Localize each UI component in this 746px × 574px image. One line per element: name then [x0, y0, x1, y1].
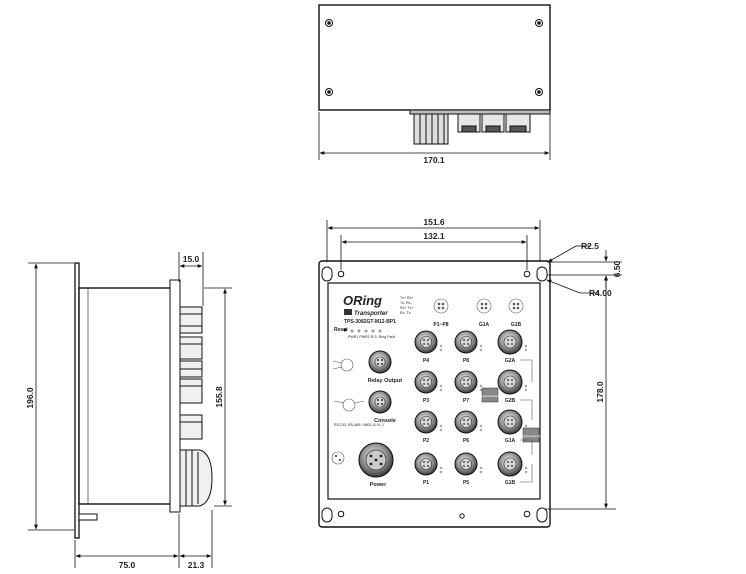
hole-radius-label: R4.00	[589, 288, 612, 298]
side-rear-flange	[169, 279, 181, 513]
port-label-p8: P8	[463, 358, 469, 364]
m12-port-p8	[454, 330, 483, 354]
hole-offset-label: 6.50	[612, 260, 622, 277]
led-label-g1b: G1B	[511, 322, 522, 328]
m12-port-g2b	[497, 369, 528, 395]
top-view-body	[318, 4, 551, 111]
side-connector-depth-label: 21.3	[188, 560, 205, 570]
side-body-depth-label: 75.0	[119, 560, 136, 570]
bypass-wiring	[520, 359, 533, 483]
power-pinout-icon	[331, 451, 345, 465]
model-label: TPS-3082GT-M12-BP1	[344, 319, 396, 325]
port-label-g1b: G1B	[505, 480, 516, 486]
port-label-p1: P1	[423, 480, 429, 486]
svg-text:Tx- Rx-: Tx- Rx-	[400, 301, 413, 305]
led-label-g1a: G1A	[479, 322, 490, 328]
port-label-p3: P3	[423, 398, 429, 404]
port-label-p7: P7	[463, 398, 469, 404]
relay-output-label: Relay Output	[368, 378, 402, 384]
hole-radius-leader	[546, 279, 581, 294]
port-label-g2a: G2A	[505, 358, 516, 364]
svg-text:Bypass Enabled: Bypass Enabled	[522, 434, 541, 438]
side-height-label: 196.0	[25, 387, 35, 409]
reset-label: Reset	[334, 327, 348, 333]
top-view-screw-holes	[325, 19, 543, 96]
port-label-g1a: G1A	[505, 438, 516, 444]
corner-radius-leader	[547, 245, 577, 263]
pinout-diagrams	[433, 298, 524, 314]
m12-port-p7	[454, 370, 483, 394]
power-port	[358, 442, 394, 478]
m12-port-p4	[414, 330, 443, 354]
side-inner-height-label: 155.8	[214, 386, 224, 408]
m12-port-p3	[414, 370, 443, 394]
top-view-connectors	[409, 109, 551, 145]
svg-text:Rx- Tx-: Rx- Tx-	[400, 311, 413, 315]
front-height-label: 178.0	[595, 381, 605, 403]
top-width-label: 170.1	[423, 155, 445, 165]
svg-text:Bypass Enabled: Bypass Enabled	[481, 394, 500, 398]
relay-pinout-icon	[332, 358, 354, 372]
port-label-p6: P6	[463, 438, 469, 444]
console-pinout-icon	[333, 398, 365, 412]
top-view: 170.1	[318, 4, 551, 165]
svg-text:Rx+ Tx+: Rx+ Tx+	[400, 306, 414, 310]
front-view: 151.6 132.1 R2.5 R4.00 6.50 178.0 ORing …	[318, 217, 622, 528]
power-label: Power	[370, 482, 387, 488]
corner-radius-label: R2.5	[581, 241, 599, 251]
m12-port-p6	[454, 410, 483, 434]
port-label-p4: P4	[423, 358, 429, 364]
led-label-p1-p8: P1~P8	[433, 322, 448, 328]
side-body	[78, 287, 180, 505]
console-port	[368, 390, 392, 414]
ethernet-ports	[414, 329, 528, 477]
bypass-badge-1: Bypass Enabled	[481, 387, 500, 403]
front-inner-width-label: 132.1	[423, 231, 445, 241]
console-sub-label: RS-232, RS-485 / 9600, 8, N, 1	[334, 423, 384, 427]
m12-port-g2a	[497, 329, 528, 355]
sub-brand-label: Transporter	[354, 311, 388, 317]
m12-port-p5	[454, 452, 483, 476]
port-label-g2b: G2B	[505, 398, 516, 404]
port-label-p5: P5	[463, 480, 469, 486]
relay-output-port	[368, 350, 392, 374]
front-mounting-holes	[321, 266, 548, 523]
brand-logo: ORing	[343, 293, 382, 308]
svg-text:Tx+ Rx+: Tx+ Rx+	[400, 296, 414, 300]
status-leds	[343, 328, 382, 333]
transporter-icon	[344, 309, 352, 315]
side-connectors	[179, 306, 213, 507]
m12-port-p2	[414, 410, 443, 434]
port-labels: P4 P8 G2A P3 P7 G2B P2 P6 G1A P1 P5 G1B	[423, 358, 516, 486]
side-depth-label: 15.0	[183, 254, 200, 264]
side-view: 15.0 196.0 155.8 75.0 21.3	[25, 252, 232, 570]
bypass-badge-2: Bypass Enabled	[522, 427, 541, 443]
port-label-p2: P2	[423, 438, 429, 444]
speed-legend: Tx+ Rx+ Tx- Rx- Rx+ Tx+ Rx- Tx-	[400, 296, 414, 315]
m12-port-g1a	[497, 409, 528, 435]
m12-port-p1	[414, 452, 443, 476]
console-label: Console	[374, 418, 396, 424]
led-header-label: PWR1 PWR2 R.S. Ring Fault	[348, 335, 395, 339]
m12-port-g1b	[497, 451, 528, 477]
front-outer-width-label: 151.6	[423, 217, 445, 227]
